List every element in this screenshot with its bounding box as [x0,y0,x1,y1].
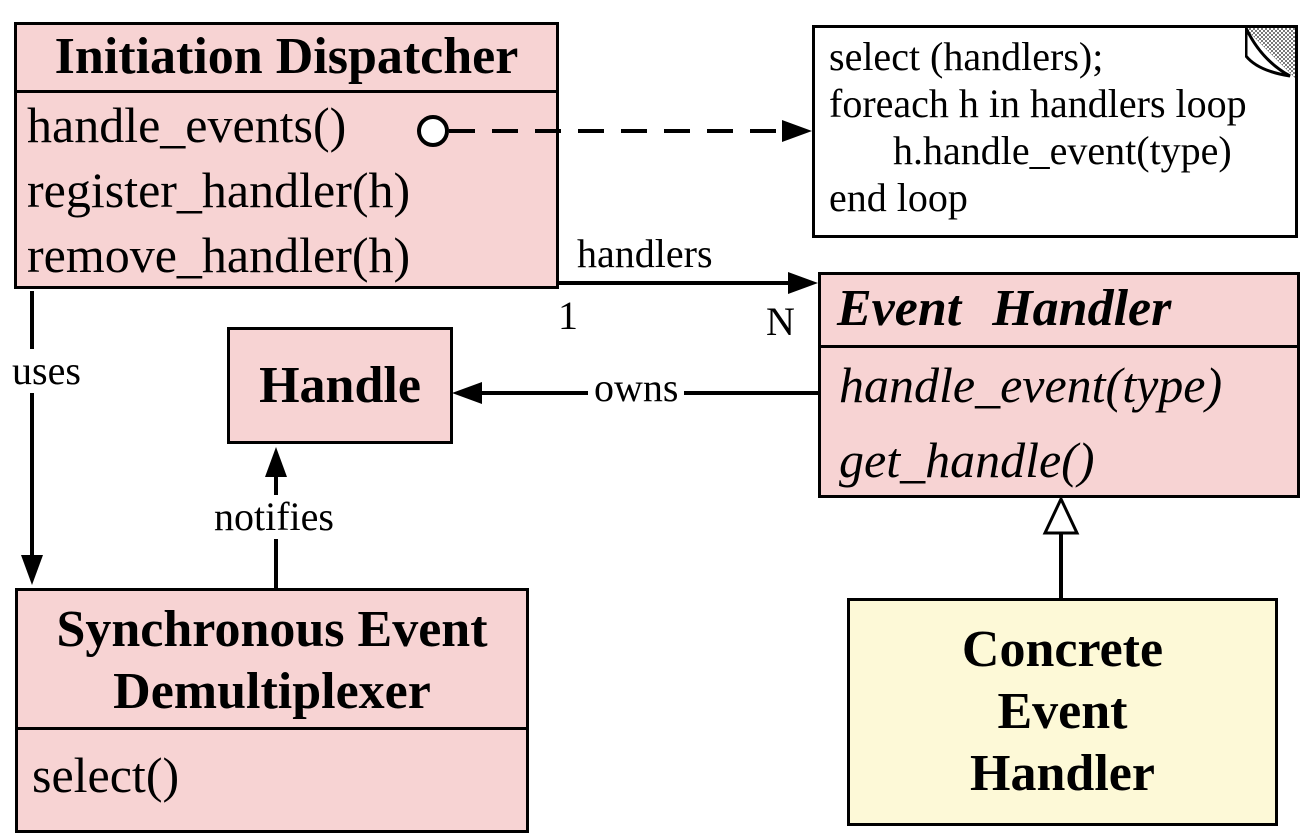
class-sync-event-demultiplexer: Synchronous Event Demultiplexer select() [15,588,529,833]
class-concrete-event-handler: Concrete Event Handler [847,598,1278,826]
class-event-handler: Event Handler handle_event(type) get_han… [818,272,1300,498]
note-line: h.handle_event(type) [893,128,1232,173]
note-line: select (handlers); [829,34,1104,79]
title-line: Concrete [961,621,1164,678]
inheritance-arrow [1042,495,1080,598]
title-line: Demultiplexer [113,663,431,720]
method-select: select() [32,747,180,803]
label-multiplicity-n: N [766,299,795,344]
class-handle: Handle [227,327,453,444]
method-handle-event: handle_event(type) [839,357,1223,413]
method-remove-handler: remove_handler(h) [27,227,411,283]
method-handle-events: handle_events() [27,97,347,153]
title-line: Event [997,683,1128,740]
class-initiation-dispatcher: Initiation Dispatcher handle_events() re… [14,22,559,289]
note-line: end loop [829,175,968,220]
label-uses: uses [6,349,87,393]
class-title: Synchronous Event Demultiplexer [18,591,526,730]
label-notifies: notifies [208,495,340,539]
code-note: select (handlers); foreach h in handlers… [812,25,1298,238]
class-methods: handle_events() register_handler(h) remo… [17,93,556,288]
class-methods: select() [18,730,526,808]
class-methods: handle_event(type) get_handle() [821,348,1297,498]
label-owns: owns [588,366,685,410]
method-register-handler: register_handler(h) [27,162,411,218]
title-line: Handler [970,745,1155,802]
page-curl-icon [1245,28,1295,78]
uses-arrow [21,291,43,585]
title-line: Synchronous Event [56,601,488,658]
class-title: Initiation Dispatcher [17,25,556,93]
method-get-handle: get_handle() [839,432,1095,488]
label-multiplicity-one: 1 [558,293,578,338]
class-title: Event Handler [821,275,1297,348]
label-handlers: handlers [577,231,713,276]
note-line: foreach h in handlers loop [829,81,1247,126]
class-title: Handle [259,357,421,414]
